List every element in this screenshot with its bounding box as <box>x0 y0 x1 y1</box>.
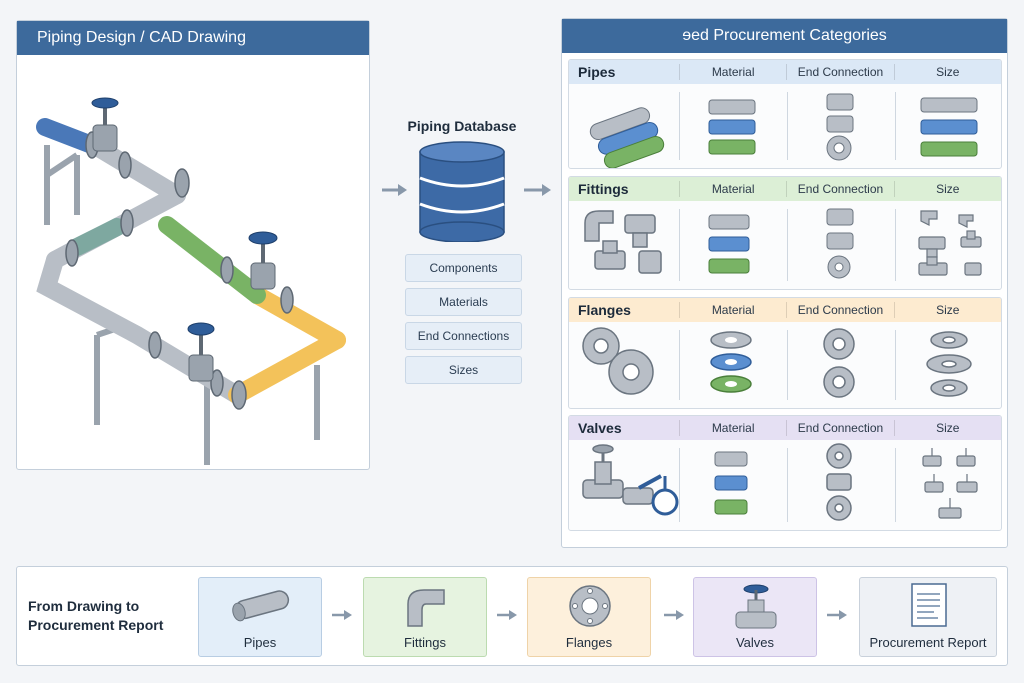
arrow-right-icon <box>827 610 847 620</box>
flow-title-line2: Procurement Report <box>28 617 164 633</box>
flow-step-fittings: Fittings <box>363 577 487 657</box>
arrow-right-icon <box>332 610 352 620</box>
db-item-end-connections: End Connections <box>405 322 522 350</box>
database-item-list: Components Materials End Connections Siz… <box>405 254 522 390</box>
valve-icon <box>735 584 777 629</box>
column-end-connection: End Connection <box>786 420 893 436</box>
pipe-icon <box>232 590 290 622</box>
cad-drawing-panel: Piping Design / CAD Drawing <box>16 20 370 470</box>
step-label: Procurement Report <box>869 635 987 650</box>
arrow-right-icon <box>497 610 517 620</box>
flow-step-procurement-report: Procurement Report <box>859 577 997 657</box>
category-valves: Valves Material End Connection Size <box>568 415 1002 531</box>
column-end-connection: End Connection <box>786 64 893 80</box>
category-header: Fittings Material End Connection Size <box>569 177 1001 201</box>
category-header: Valves Material End Connection Size <box>569 416 1001 440</box>
category-name: Valves <box>578 420 622 436</box>
column-size: Size <box>893 64 1001 80</box>
column-end-connection: End Connection <box>786 302 893 318</box>
category-header: Pipes Material End Connection Size <box>569 60 1001 84</box>
flow-step-pipes: Pipes <box>198 577 322 657</box>
arrow-right-icon <box>524 184 551 196</box>
valve-icon <box>187 322 215 382</box>
category-name: Pipes <box>578 64 616 80</box>
category-flanges: Flanges Material End Connection Size <box>568 297 1002 409</box>
db-item-materials: Materials <box>405 288 522 316</box>
category-name: Fittings <box>578 181 629 197</box>
drawing-to-report-flow: From Drawing to Procurement Report Pipes… <box>16 566 1008 666</box>
category-pipes: Pipes Material End Connection Size <box>568 59 1002 169</box>
procurement-categories-panel: ɘed Procurement Categories Pipes Materia… <box>561 18 1008 548</box>
column-material: Material <box>679 64 786 80</box>
flow-step-flanges: Flanges <box>527 577 651 657</box>
flange-icon <box>569 585 611 627</box>
db-item-components: Components <box>405 254 522 282</box>
valve-icon <box>91 97 119 152</box>
column-end-connection: End Connection <box>786 181 893 197</box>
step-label: Pipes <box>243 635 277 650</box>
category-name: Flanges <box>578 302 631 318</box>
pipes-icon <box>589 93 978 169</box>
column-material: Material <box>679 302 786 318</box>
category-header: Flanges Material End Connection Size <box>569 298 1001 322</box>
column-material: Material <box>679 181 786 197</box>
procurement-panel-title: ɘed Procurement Categories <box>562 19 1007 53</box>
column-size: Size <box>893 181 1001 197</box>
fittings-icon <box>584 208 982 279</box>
report-document-icon <box>911 583 947 627</box>
arrow-right-icon <box>382 184 407 196</box>
flow-title-line1: From Drawing to <box>28 598 140 614</box>
step-label: Flanges <box>565 635 613 650</box>
flanges-icon <box>582 327 972 398</box>
database-title: Piping Database <box>407 118 517 134</box>
valve-icon <box>248 231 278 290</box>
flow-title: From Drawing to Procurement Report <box>28 597 188 635</box>
db-item-sizes: Sizes <box>405 356 522 384</box>
column-size: Size <box>893 420 1001 436</box>
cad-panel-title: Piping Design / CAD Drawing <box>17 21 369 55</box>
column-material: Material <box>679 420 786 436</box>
piping-isometric-drawing <box>36 97 346 465</box>
valves-icon <box>582 443 978 521</box>
step-label: Valves <box>735 635 775 650</box>
elbow-fitting-icon <box>407 589 445 627</box>
column-size: Size <box>893 302 1001 318</box>
category-fittings: Fittings Material End Connection Size <box>568 176 1002 290</box>
step-label: Fittings <box>404 635 446 650</box>
database-icon <box>419 141 505 242</box>
flow-step-valves: Valves <box>693 577 817 657</box>
arrow-right-icon <box>664 610 684 620</box>
